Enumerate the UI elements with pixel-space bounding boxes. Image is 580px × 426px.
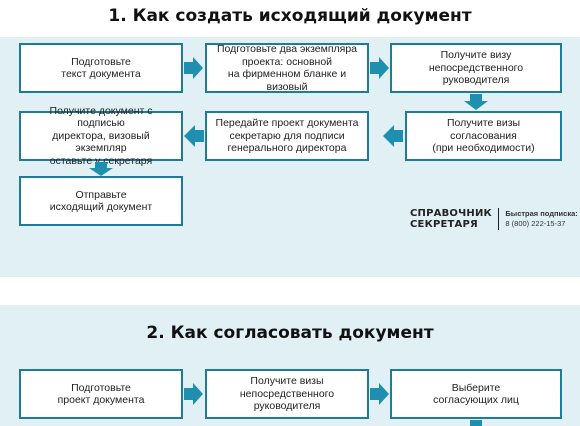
arrow-left-icon [184, 125, 204, 147]
arrow-down-icon [470, 420, 482, 426]
arrow-down-icon [89, 162, 113, 176]
section1-title: 1. Как создать исходящий документ [108, 6, 472, 26]
arrow-right-icon [184, 383, 203, 405]
step4-get-approvals: Получите визы согласования(при необходим… [405, 111, 562, 161]
arrow-down-icon [464, 94, 488, 110]
arrow-right-icon [370, 57, 389, 79]
arrow-right-icon [370, 383, 389, 405]
brand-block: СПРАВОЧНИК СЕКРЕТАРЯ Быстрая подписка: 8… [410, 208, 578, 230]
brand-separator [497, 208, 500, 230]
arrow-left-icon [383, 125, 403, 147]
brand-subscription: Быстрая подписка: 8 (800) 222-15-37 [505, 209, 578, 228]
brand-logo-text: СПРАВОЧНИК СЕКРЕТАРЯ [410, 208, 492, 230]
section2-title: 2. Как согласовать документ [146, 323, 434, 343]
arrow-right-icon [184, 57, 203, 79]
